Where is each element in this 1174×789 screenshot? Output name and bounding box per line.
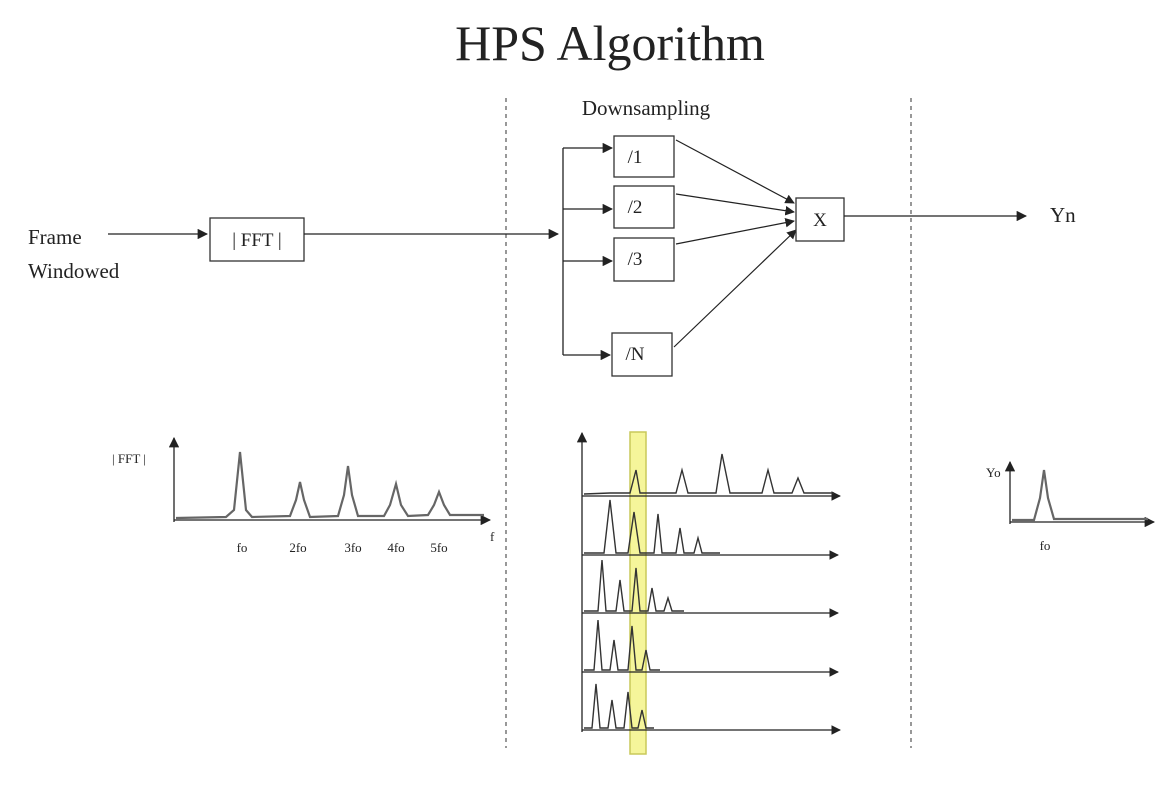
converge-arrow-3	[675, 217, 795, 245]
stack-curve-3	[584, 559, 684, 612]
fft-plot-y-label: | FFT |	[112, 451, 146, 466]
downsample-label-3: /3	[628, 249, 643, 270]
fft-box-label: | FFT |	[232, 230, 282, 251]
converge-arrow-1	[675, 139, 795, 204]
fft-plot-tick-5: 5fo	[430, 540, 447, 555]
downsample-box-1	[613, 135, 675, 178]
fft-plot-curve	[175, 451, 484, 520]
fft-plot-x-label: f	[490, 529, 495, 544]
fft-plot-tick-1: fo	[237, 540, 248, 555]
converge-arrow-n	[673, 229, 797, 348]
downsample-box-3	[613, 237, 675, 282]
stack-curve-5	[584, 683, 654, 729]
downsample-label-1: /1	[628, 147, 643, 168]
output-plot-tick-1: fo	[1040, 538, 1051, 553]
output-plot-y-label: Yo	[986, 465, 1001, 480]
downsampled-spectra-plot	[576, 431, 841, 755]
fft-spectrum-plot: | FFT | f fo 2fo 3fo 4fo 5fo	[112, 436, 495, 555]
multiply-label: X	[813, 210, 827, 231]
converge-arrow-2	[675, 193, 795, 216]
stack-curve-1	[583, 453, 834, 495]
diagram-title: HPS Algorithm	[455, 15, 765, 71]
stack-curve-4	[584, 619, 660, 671]
downsample-box-n	[611, 332, 673, 377]
fft-plot-tick-3: 3fo	[344, 540, 361, 555]
downsample-label-n: /N	[626, 344, 645, 365]
fft-plot-tick-2: 2fo	[289, 540, 306, 555]
multiply-box	[795, 197, 845, 242]
fft-plot-tick-4: 4fo	[387, 540, 404, 555]
fft-box	[209, 217, 305, 262]
output-label: Yn	[1050, 203, 1076, 227]
output-plot: Yo fo	[986, 460, 1156, 553]
output-plot-curve	[1012, 469, 1148, 522]
downsampling-label: Downsampling	[582, 96, 711, 120]
downsample-box-2	[613, 185, 675, 229]
input-label-line1: Frame	[28, 225, 82, 249]
downsample-label-2: /2	[628, 197, 643, 218]
input-label-line2: Windowed	[28, 259, 120, 283]
stack-curve-2	[584, 499, 720, 554]
